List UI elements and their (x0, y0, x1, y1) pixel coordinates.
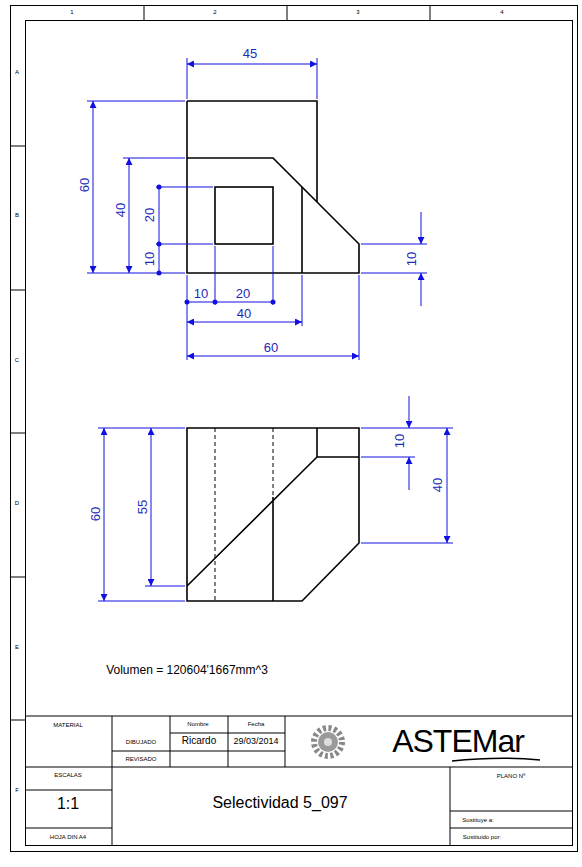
dimension: 10 (393, 434, 406, 448)
title-field: ESCALAS (54, 772, 82, 778)
grid-letter: F (15, 787, 19, 793)
dimension: 10 (143, 252, 156, 266)
dimension: 55 (136, 500, 149, 514)
dimension: 20 (143, 208, 156, 222)
dimension: 10 (405, 252, 418, 266)
dimension: 20 (236, 287, 250, 300)
dimension: 40 (237, 307, 251, 320)
drawing-title: Selectividad 5_097 (212, 795, 347, 811)
title-field: Sustituido por: (463, 834, 501, 840)
title-field: HOJA DIN A4 (50, 834, 86, 840)
title-field: Fecha (248, 721, 265, 727)
grid-number: 1 (70, 9, 73, 15)
title-value: 1:1 (57, 796, 79, 812)
dimension: 40 (431, 478, 444, 492)
company-logo (314, 728, 342, 756)
grid-letter: A (15, 69, 19, 75)
title-field: DIBUJADO (126, 739, 156, 745)
title-value: 29/03/2014 (233, 737, 278, 746)
grid-letter: B (15, 212, 19, 218)
dimension: 40 (114, 203, 127, 217)
grid-letter: D (15, 500, 19, 506)
volume-note: Volumen = 120604'1667mm^3 (106, 664, 268, 676)
grid-letter: C (15, 357, 19, 363)
title-field: PLANO Nº (497, 773, 526, 779)
dimension: 60 (89, 507, 102, 521)
dimension: 45 (243, 47, 257, 60)
dimension: 10 (194, 287, 208, 300)
title-field: Sustituye a: (462, 817, 493, 823)
grid-letter: E (15, 644, 19, 650)
company-name: ASTEMar (392, 725, 524, 757)
title-field: Nombre (187, 721, 208, 727)
grid-number: 2 (213, 9, 216, 15)
grid-number: 4 (500, 9, 503, 15)
dimension: 60 (264, 341, 278, 354)
grid-number: 3 (356, 9, 359, 15)
title-value: Ricardo (182, 736, 216, 746)
title-field: REVISADO (125, 756, 156, 762)
title-field: MATERIAL (53, 722, 83, 728)
dimension: 60 (78, 178, 91, 192)
